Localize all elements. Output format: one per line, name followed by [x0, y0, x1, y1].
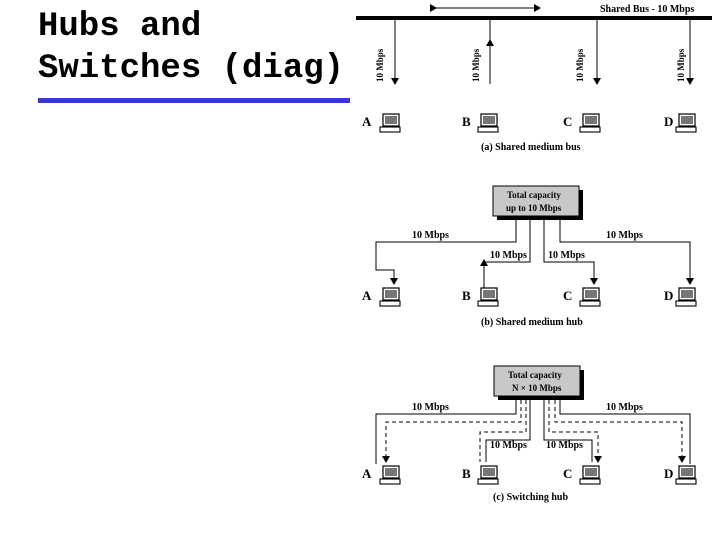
switch-hub-capacity-line1: Total capacity: [508, 370, 562, 380]
computer-icon: [379, 465, 401, 485]
switch-hub-link-b: [485, 400, 531, 462]
bus-station-a: A: [362, 114, 372, 129]
panel-switching-hub: Total capacity N × 10 Mbps 10 Mbps 10 Mb…: [362, 365, 697, 503]
shared-hub-rate-a: 10 Mbps: [412, 230, 449, 241]
shared-hub-station-a: A: [362, 288, 372, 303]
bus-station-c: C: [563, 114, 572, 129]
bus-station-b: B: [462, 114, 471, 129]
computer-icon: [477, 465, 499, 485]
computer-icon: [675, 287, 697, 307]
bus-rate-label-b: 10 Mbps: [471, 48, 481, 82]
switch-hub-station-d: D: [664, 466, 673, 481]
bus-rate-label-a: 10 Mbps: [375, 48, 385, 82]
computer-icon: [477, 113, 499, 133]
computer-icon: [379, 287, 401, 307]
shared-hub-link-c: [543, 220, 598, 285]
switch-hub-link-d: [559, 400, 691, 464]
switch-path-b-to-d-source: [479, 400, 527, 462]
switch-hub-link-c: [543, 400, 593, 462]
shared-hub-box: [492, 185, 580, 217]
computer-icon: [579, 287, 601, 307]
switch-hub-link-a: [375, 400, 517, 464]
computer-icon: [675, 113, 697, 133]
shared-bus-label: Shared Bus - 10 Mbps: [600, 4, 694, 15]
switch-hub-rate-a: 10 Mbps: [412, 402, 449, 413]
switch-path-b-to-d: [554, 400, 686, 463]
switch-hub-station-c: C: [563, 466, 572, 481]
bus-station-d: D: [664, 114, 673, 129]
computer-icon: [675, 465, 697, 485]
computer-icon: [477, 287, 499, 307]
switch-hub-capacity-line2: N × 10 Mbps: [512, 383, 562, 393]
switch-hub-rate-d: 10 Mbps: [606, 402, 643, 413]
computer-icon: [579, 465, 601, 485]
switch-hub-rate-c: 10 Mbps: [546, 440, 583, 451]
title-underline: [38, 98, 350, 103]
shared-hub-link-d: [559, 220, 694, 285]
shared-hub-station-d: D: [664, 288, 673, 303]
switch-hub-station-a: A: [362, 466, 372, 481]
switch-hub-caption: (c) Switching hub: [493, 492, 568, 503]
shared-hub-capacity-line2: up to 10 Mbps: [506, 203, 562, 213]
shared-hub-caption: (b) Shared medium hub: [481, 317, 583, 328]
computer-icon: [379, 113, 401, 133]
shared-hub-capacity-line1: Total capacity: [507, 190, 561, 200]
bus-rate-label-c: 10 Mbps: [575, 48, 585, 82]
computer-icon: [579, 113, 601, 133]
panel-shared-medium-bus: Shared Bus - 10 Mbps 10 Mbps 10 Mbps 10 …: [356, 4, 712, 153]
shared-hub-rate-d: 10 Mbps: [606, 230, 643, 241]
title-line-2: Switches (diag): [38, 50, 345, 88]
switch-path-a-to-c: [382, 400, 522, 463]
bus-rate-label-d: 10 Mbps: [676, 48, 686, 82]
bus-caption: (a) Shared medium bus: [481, 142, 581, 153]
title-line-1: Hubs and: [38, 8, 202, 46]
switch-hub-box: [493, 365, 581, 397]
shared-hub-station-c: C: [563, 288, 572, 303]
shared-hub-station-b: B: [462, 288, 471, 303]
switch-hub-station-b: B: [462, 466, 471, 481]
panel-shared-medium-hub: Total capacity up to 10 Mbps 10 Mbps 10 …: [362, 185, 697, 328]
shared-hub-rate-b: 10 Mbps: [490, 250, 527, 261]
shared-hub-link-a: [375, 220, 517, 285]
switch-path-a-to-c-return: [548, 400, 602, 463]
switch-hub-rate-b: 10 Mbps: [490, 440, 527, 451]
shared-hub-rate-c: 10 Mbps: [548, 250, 585, 261]
